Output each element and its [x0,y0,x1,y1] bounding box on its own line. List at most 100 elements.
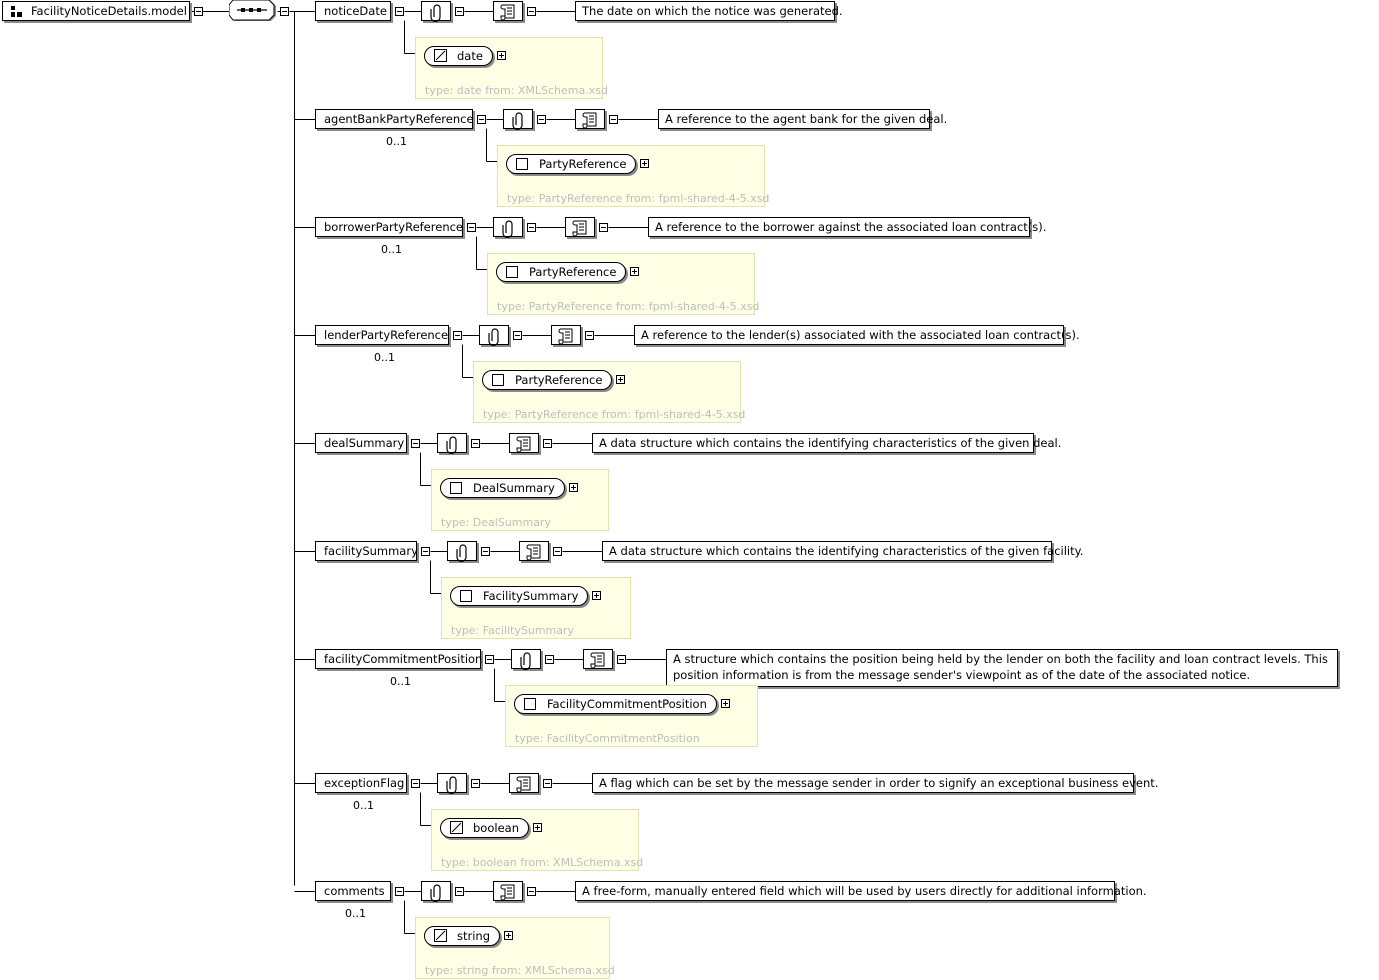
element-dealSummary[interactable]: dealSummary [315,433,407,453]
type-name: FacilityCommitmentPosition [547,697,707,711]
comments-annotation-toggle[interactable] [455,887,464,896]
element-name: dealSummary [324,436,405,450]
scroll-icon[interactable] [519,541,549,561]
element-noticeDate[interactable]: noticeDate [315,1,391,21]
type-source-label: type: PartyReference from: fpml-shared-4… [497,300,760,313]
paperclip-icon[interactable] [421,881,451,902]
complex-type-node[interactable]: PartyReference [506,154,637,174]
noticeDate-collapse-toggle[interactable] [395,7,404,16]
occurrence-label: 0..1 [345,907,366,920]
lenderPartyReference-annotation-toggle[interactable] [513,331,522,340]
borrowerPartyReference-annotation-toggle[interactable] [527,223,536,232]
complex-type-node[interactable]: PartyReference [482,370,613,390]
type-expand-toggle[interactable] [569,483,578,492]
agentBankPartyReference-documentation-toggle[interactable] [609,115,618,124]
element-name: exceptionFlag [324,776,405,790]
type-name: PartyReference [529,265,617,279]
sequence-collapse-toggle[interactable] [280,7,289,16]
dealSummary-collapse-toggle[interactable] [411,439,420,448]
paperclip-icon[interactable] [437,433,467,454]
type-expand-toggle[interactable] [504,931,513,940]
simple-type-node[interactable]: boolean [440,818,529,838]
scroll-icon[interactable] [493,881,523,901]
complex-type-icon [492,374,504,386]
comments-collapse-toggle[interactable] [395,887,404,896]
root-group-box[interactable]: FacilityNoticeDetails.model [2,1,190,21]
element-exceptionFlag[interactable]: exceptionFlag [315,773,407,793]
agentBankPartyReference-collapse-toggle[interactable] [477,115,486,124]
type-expand-toggle[interactable] [497,51,506,60]
sequence-icon[interactable] [229,0,277,22]
element-agentBankPartyReference[interactable]: agentBankPartyReference [315,109,474,129]
element-name: facilityCommitmentPosition [324,652,483,666]
comments-documentation-toggle[interactable] [527,887,536,896]
paperclip-icon[interactable] [493,217,523,238]
simple-type-node[interactable]: date [424,46,493,66]
scroll-icon[interactable] [575,109,605,129]
agentBankPartyReference-annotation-toggle[interactable] [537,115,546,124]
exceptionFlag-annotation-toggle[interactable] [471,779,480,788]
lenderPartyReference-documentation-toggle[interactable] [585,331,594,340]
scroll-icon[interactable] [509,433,539,453]
root-collapse-toggle[interactable] [194,7,203,16]
complex-type-node[interactable]: FacilitySummary [450,586,589,606]
borrowerPartyReference-collapse-toggle[interactable] [467,223,476,232]
borrowerPartyReference-documentation-toggle[interactable] [599,223,608,232]
paperclip-icon[interactable] [437,773,467,794]
paperclip-icon[interactable] [511,649,541,670]
complex-type-icon [460,590,472,602]
documentation-text: The date on which the notice was generat… [575,1,843,21]
facilitySummary-documentation-toggle[interactable] [553,547,562,556]
exceptionFlag-documentation-toggle[interactable] [543,779,552,788]
scroll-icon[interactable] [509,773,539,793]
noticeDate-documentation-toggle[interactable] [527,7,536,16]
scroll-icon[interactable] [493,1,523,21]
element-borrowerPartyReference[interactable]: borrowerPartyReference [315,217,463,237]
type-source-label: type: DealSummary [441,516,551,529]
dealSummary-annotation-toggle[interactable] [471,439,480,448]
root-label: FacilityNoticeDetails.model [31,4,187,18]
dealSummary-documentation-toggle[interactable] [543,439,552,448]
scroll-icon[interactable] [565,217,595,237]
type-box: date type: date from: XMLSchema.xsd [415,37,608,99]
facilityCommitmentPosition-documentation-toggle[interactable] [617,655,626,664]
element-facilityCommitmentPosition[interactable]: facilityCommitmentPosition [315,649,483,669]
element-comments[interactable]: comments [315,881,391,901]
facilitySummary-annotation-toggle[interactable] [481,547,490,556]
type-name: date [457,49,483,63]
scroll-icon[interactable] [551,325,581,345]
element-facilitySummary[interactable]: facilitySummary [315,541,418,561]
type-expand-toggle[interactable] [533,823,542,832]
paperclip-icon[interactable] [479,325,509,346]
type-expand-toggle[interactable] [640,159,649,168]
type-expand-toggle[interactable] [616,375,625,384]
occurrence-label: 0..1 [386,135,407,148]
paperclip-icon[interactable] [421,1,451,22]
noticeDate-annotation-toggle[interactable] [455,7,464,16]
lenderPartyReference-collapse-toggle[interactable] [453,331,462,340]
exceptionFlag-collapse-toggle[interactable] [411,779,420,788]
documentation-text: A reference to the agent bank for the gi… [658,109,947,129]
type-source-label: type: date from: XMLSchema.xsd [425,84,608,97]
documentation-text: A data structure which contains the iden… [592,433,1061,453]
facilityCommitmentPosition-annotation-toggle[interactable] [545,655,554,664]
type-expand-toggle[interactable] [721,699,730,708]
type-expand-toggle[interactable] [630,267,639,276]
facilityCommitmentPosition-collapse-toggle[interactable] [485,655,494,664]
complex-type-node[interactable]: PartyReference [496,262,627,282]
facilitySummary-collapse-toggle[interactable] [421,547,430,556]
complex-type-node[interactable]: DealSummary [440,478,565,498]
group-icon [11,6,22,17]
type-source-label: type: string from: XMLSchema.xsd [425,964,615,977]
type-expand-toggle[interactable] [592,591,601,600]
simple-type-node[interactable]: string [424,926,501,946]
element-name: facilitySummary [324,544,418,558]
paperclip-icon[interactable] [503,109,533,130]
documentation-text: A reference to the borrower against the … [648,217,1046,237]
complex-type-icon [506,266,518,278]
element-lenderPartyReference[interactable]: lenderPartyReference [315,325,449,345]
scroll-icon[interactable] [583,649,613,669]
paperclip-icon[interactable] [447,541,477,562]
complex-type-node[interactable]: FacilityCommitmentPosition [514,694,717,714]
